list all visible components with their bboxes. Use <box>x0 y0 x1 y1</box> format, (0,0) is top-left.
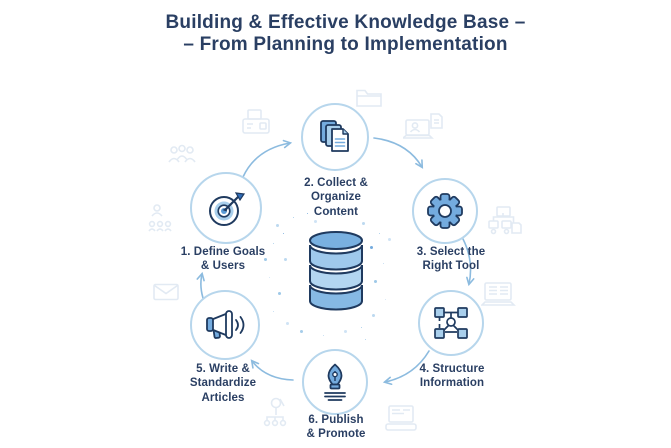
arrow-3-to-4 <box>462 238 475 287</box>
laptop-grid-icon <box>481 282 516 306</box>
structure-nodes-icon <box>434 307 468 339</box>
arrow-4-to-6 <box>382 350 430 386</box>
arrow-6-to-5 <box>250 359 294 381</box>
step-2-label: 2. Collect & Organize Content <box>304 177 368 218</box>
step-5-label: 5. Write & Standardize Articles <box>189 363 257 404</box>
step-2-circle <box>301 103 369 171</box>
page-title-line-1: Building & Effective Knowledge Base – <box>165 12 526 33</box>
documents-icon <box>320 120 349 152</box>
step-4-label: 4. Structure Information <box>419 363 485 390</box>
step-6-label: 6. Publish & Promote <box>306 414 366 441</box>
megaphone-icon <box>206 310 245 339</box>
step-3-label: 3. Select the Right Tool <box>416 246 486 273</box>
people-group-icon <box>168 144 196 163</box>
database-icon <box>309 231 363 311</box>
step-3-circle <box>412 178 478 244</box>
step-6-circle <box>302 349 368 415</box>
pen-nib-icon <box>324 363 346 401</box>
dot-texture <box>270 218 273 221</box>
copier-icon <box>242 109 270 134</box>
envelope-icon <box>153 283 179 301</box>
page-title: Building & Effective Knowledge Base – – … <box>20 12 671 56</box>
org-people-icon <box>148 204 172 232</box>
step-5-circle <box>190 290 260 360</box>
step-4-circle <box>418 290 484 356</box>
arrow-2-to-3 <box>373 137 424 169</box>
laptop-icon <box>385 405 417 431</box>
antenna-org-icon <box>263 397 287 427</box>
flowchart-icon <box>488 206 522 235</box>
step-1-label: 1. Define Goals & Users <box>180 246 266 273</box>
arrow-1-to-2 <box>242 139 293 178</box>
page-title-line-2: – From Planning to Implementation <box>183 34 508 55</box>
laptop-user-doc-icon <box>403 113 443 139</box>
target-icon <box>209 192 246 226</box>
folder-icon <box>356 89 382 107</box>
gear-icon <box>427 193 463 229</box>
step-1-circle <box>190 172 262 244</box>
